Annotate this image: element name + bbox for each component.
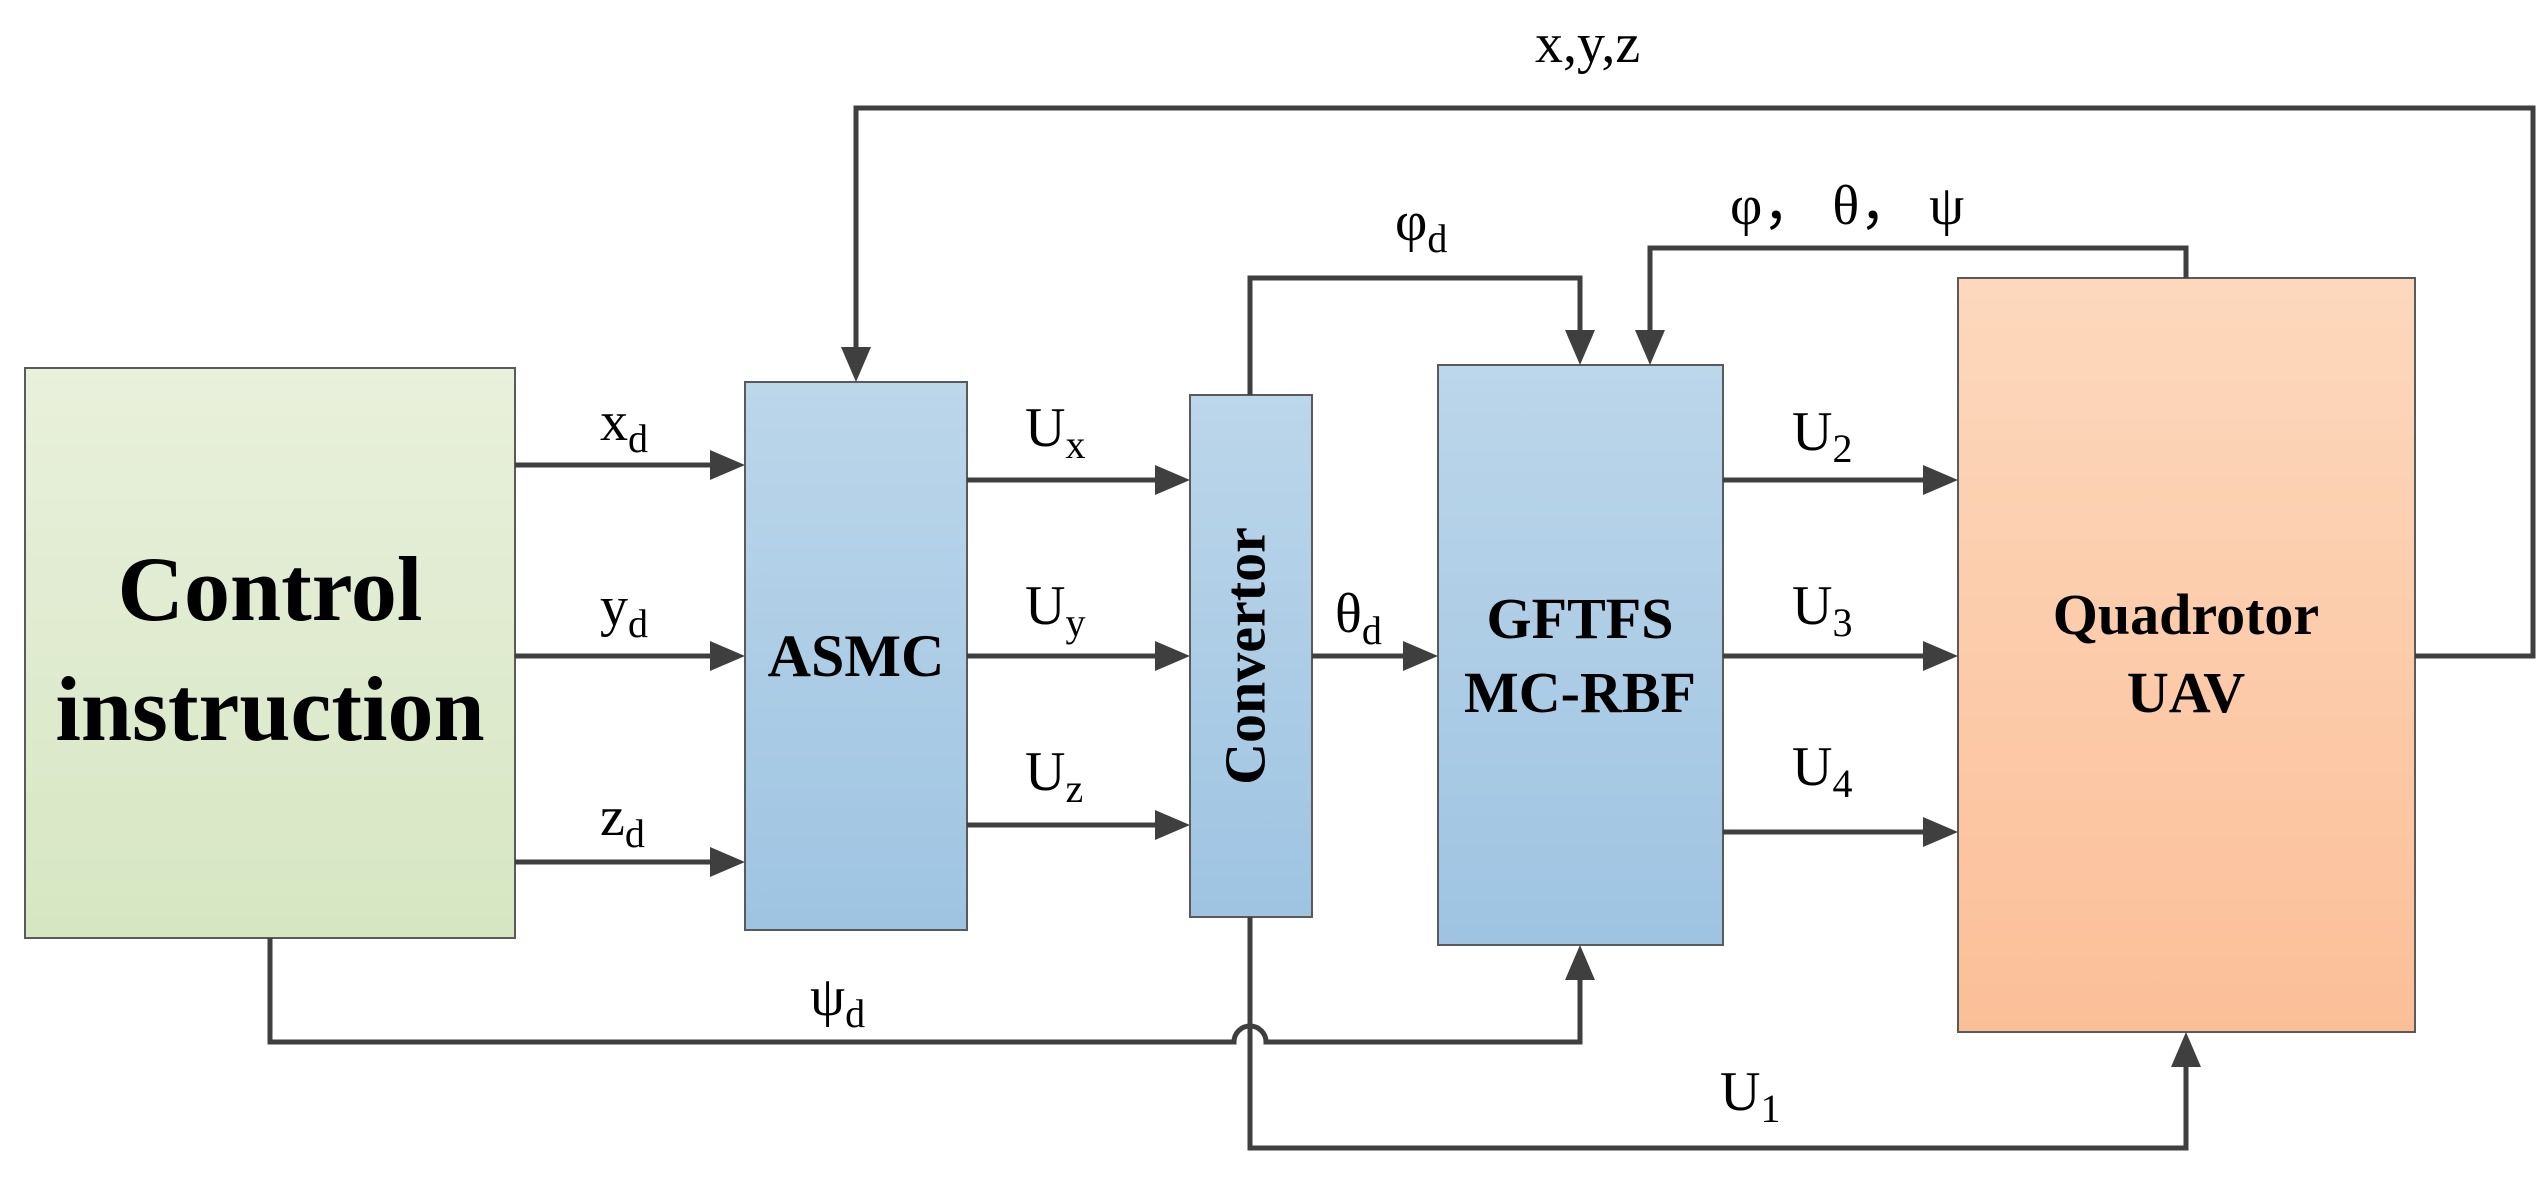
u1-signal-line — [1247, 917, 2201, 1151]
u2-label: U2 — [1792, 401, 1852, 471]
ux-signal-line — [967, 465, 1190, 495]
quadrotor-label-line1: Quadrotor — [2053, 582, 2319, 647]
attitude-feedback-label: φ， θ， ψ — [1730, 175, 1964, 237]
asmc-label: ASMC — [768, 623, 945, 689]
uy-label: Uy — [1025, 575, 1085, 645]
gftfs-label-line2: MC-RBF — [1464, 660, 1696, 725]
uz-label: Uz — [1025, 741, 1083, 811]
yd-signal-line — [515, 641, 745, 671]
u3-label: U3 — [1792, 575, 1852, 645]
quadrotor-uav-block: Quadrotor UAV — [1957, 277, 2416, 1033]
xd-signal-line — [515, 450, 745, 480]
gftfs-mc-rbf-block: GFTFS MC-RBF — [1437, 364, 1724, 946]
position-feedback-line — [841, 105, 2536, 659]
ux-label: Ux — [1025, 397, 1085, 467]
psid-label: ψd — [810, 966, 865, 1036]
gftfs-label-line1: GFTFS — [1487, 586, 1674, 651]
convertor-label: Convertor — [1212, 527, 1277, 785]
thetad-signal-line — [1312, 641, 1438, 671]
zd-label: zd — [600, 786, 645, 856]
phid-label: φd — [1395, 191, 1447, 261]
attitude-feedback-line — [1635, 245, 2189, 365]
xd-label: xd — [600, 391, 648, 461]
uy-signal-line — [967, 641, 1190, 671]
control-instruction-label-line1: Control — [118, 538, 423, 640]
control-instruction-label-line2: instruction — [55, 658, 484, 760]
uz-signal-line — [967, 810, 1190, 840]
asmc-block: ASMC — [744, 381, 968, 931]
quadrotor-label-line2: UAV — [2127, 660, 2245, 725]
zd-signal-line — [515, 847, 745, 877]
u3-signal-line — [1723, 641, 1958, 671]
u2-signal-line — [1723, 465, 1958, 495]
phid-signal-line — [1247, 275, 1595, 395]
u4-signal-line — [1723, 817, 1958, 847]
u1-label: U1 — [1720, 1061, 1780, 1131]
convertor-block: Convertor — [1189, 394, 1313, 918]
position-feedback-label: x,y,z — [1535, 13, 1640, 75]
u4-label: U4 — [1792, 736, 1852, 806]
yd-label: yd — [600, 576, 648, 646]
psid-signal-line — [267, 938, 1595, 1045]
control-instruction-block: Control instruction — [24, 367, 516, 939]
thetad-label: θd — [1335, 583, 1382, 653]
